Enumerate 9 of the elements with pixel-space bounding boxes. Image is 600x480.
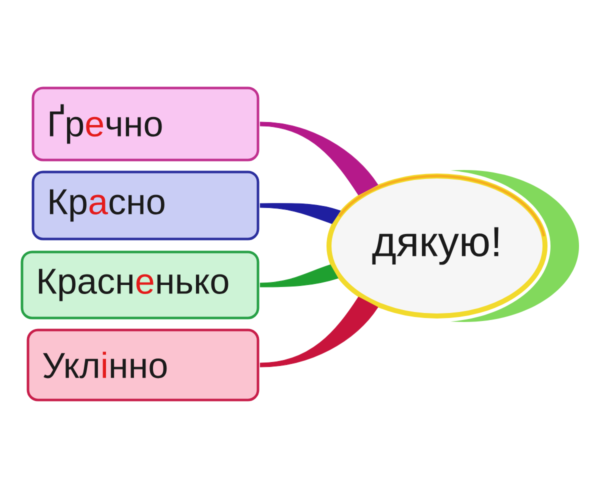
connector [260,203,341,224]
connector [260,264,338,288]
connector [260,122,378,196]
word-box: Уклінно [26,328,260,402]
word-box: Ґречно [32,86,260,162]
oval-node: дякую! [324,170,579,322]
word-box: Красненько [20,250,260,320]
connector [260,296,378,368]
word-box: Красно [32,170,260,240]
